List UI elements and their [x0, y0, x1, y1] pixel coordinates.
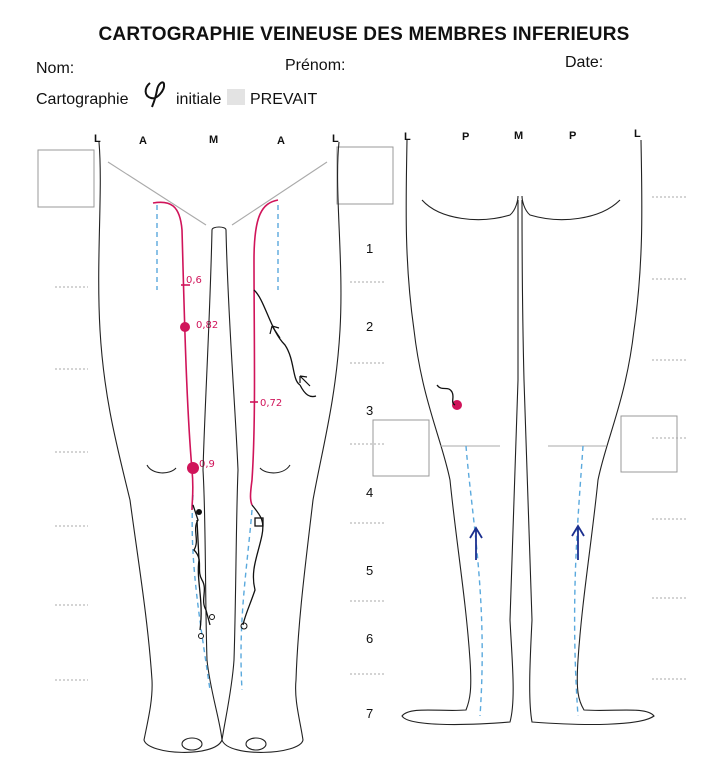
annotation-diameter-2: 0,82: [196, 320, 219, 331]
level-3: 3: [366, 403, 374, 418]
anterior-dashed-veins: [156, 205, 279, 691]
posterior-label-m: M: [514, 130, 524, 142]
anterior-label-m: M: [209, 134, 219, 146]
level-5: 5: [366, 563, 374, 578]
posterior-label-l-right: L: [634, 128, 641, 140]
posterior-label-p-right: P: [569, 130, 577, 142]
cartographie-label: Cartographie: [36, 91, 129, 108]
anterior-label-a-right: A: [139, 135, 147, 147]
level-4: 4: [366, 485, 374, 500]
right-thigh-box[interactable]: [37, 149, 95, 208]
level-2: 2: [366, 319, 374, 334]
reflux-point-upper: [180, 322, 190, 332]
annotation-diameter-1: 0,6: [186, 275, 202, 286]
right-calf-box[interactable]: [620, 415, 678, 473]
posterior-label-l-left: L: [404, 131, 411, 143]
reflux-point-posterior: [452, 400, 462, 410]
posterior-flow-arrow-icon: [469, 524, 585, 560]
anterior-legs-outline: [98, 141, 342, 753]
date-label: Date:: [565, 54, 604, 71]
initiale-label: initiale: [176, 91, 222, 108]
anterior-label-l-left: L: [332, 133, 339, 145]
measurement-lines: [55, 196, 688, 681]
prevait-checkbox[interactable]: [227, 89, 245, 105]
anterior-label-l-right: L: [94, 133, 101, 145]
red-vein-markings: [152, 199, 279, 511]
initiale-checkmark-icon: [140, 80, 174, 108]
prevait-label: PREVAIT: [250, 91, 318, 108]
nom-label: Nom:: [36, 60, 75, 77]
anterior-label-a-left: A: [277, 135, 285, 147]
left-calf-box[interactable]: [372, 419, 430, 477]
posterior-legs-outline: [401, 139, 655, 726]
flow-arrow-icon: [269, 325, 311, 387]
posterior-dashed-veins: [465, 445, 584, 717]
level-7: 7: [366, 706, 374, 721]
level-1: 1: [366, 241, 374, 256]
left-thigh-box[interactable]: [336, 146, 394, 205]
reflux-point-knee: [187, 462, 199, 474]
level-6: 6: [366, 631, 374, 646]
annotation-diameter-4: 0,9: [199, 459, 215, 470]
page-title: CARTOGRAPHIE VEINEUSE DES MEMBRES INFERI…: [98, 24, 630, 45]
varicose-veins: [192, 289, 456, 631]
prenom-label: Prénom:: [285, 57, 346, 74]
posterior-label-p-left: P: [462, 131, 470, 143]
annotation-diameter-3: 0,72: [260, 398, 283, 409]
